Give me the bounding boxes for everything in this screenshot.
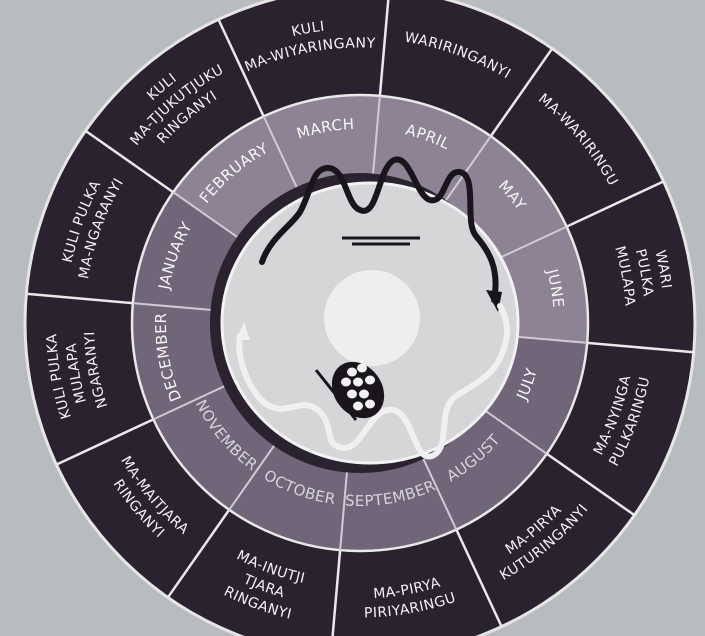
- month-sector: [132, 303, 225, 420]
- season-label-line: KULI: [290, 19, 325, 41]
- month-divider: [172, 191, 238, 238]
- month-divider: [228, 445, 275, 511]
- season-divider: [546, 452, 636, 517]
- month-divider: [495, 225, 568, 261]
- egg: [341, 377, 351, 387]
- egg-cluster-icon: [314, 361, 385, 421]
- month-divider: [422, 458, 458, 531]
- egg: [347, 367, 357, 377]
- light-snake-icon: [236, 303, 510, 460]
- season-divider: [331, 550, 342, 636]
- month-ring: [130, 93, 590, 553]
- month-divider: [262, 115, 298, 188]
- month-sector: [229, 445, 347, 551]
- season-label: WARI: [652, 249, 674, 290]
- month-divider: [445, 135, 492, 201]
- egg: [353, 401, 363, 411]
- sun-disc-icon: [324, 270, 420, 366]
- month-divider: [132, 302, 211, 311]
- season-dividers: [26, 0, 694, 636]
- season-label-line: WARI: [652, 249, 674, 290]
- egg: [365, 375, 375, 385]
- season-divider: [455, 529, 503, 628]
- month-divider: [152, 385, 225, 421]
- egg: [353, 377, 363, 387]
- season-divider: [587, 341, 694, 354]
- month-sector: [340, 458, 457, 551]
- egg: [357, 363, 367, 373]
- egg: [347, 389, 357, 399]
- season-label: KULI: [290, 19, 326, 41]
- month-sector: [446, 136, 567, 260]
- month-sector: [173, 116, 297, 237]
- month-divider: [339, 472, 348, 551]
- dark-snake-icon: [259, 156, 502, 312]
- digging-stick-icon: [342, 236, 420, 246]
- season-divider: [166, 509, 231, 599]
- month-sector: [423, 409, 547, 530]
- month-divider: [372, 95, 381, 174]
- season-divider: [217, 18, 265, 117]
- season-divider: [566, 180, 665, 228]
- season-divider: [378, 0, 390, 96]
- month-sector: [153, 386, 274, 510]
- month-divider: [509, 335, 588, 344]
- month-sector: [132, 192, 238, 310]
- month-dividers: [132, 95, 588, 551]
- egg: [365, 399, 375, 409]
- month-sector: [263, 95, 380, 188]
- season-divider: [55, 418, 154, 466]
- season-divider: [84, 129, 174, 194]
- egg: [359, 389, 369, 399]
- season-divider: [489, 47, 554, 137]
- season-divider: [26, 292, 133, 305]
- month-divider: [482, 408, 548, 455]
